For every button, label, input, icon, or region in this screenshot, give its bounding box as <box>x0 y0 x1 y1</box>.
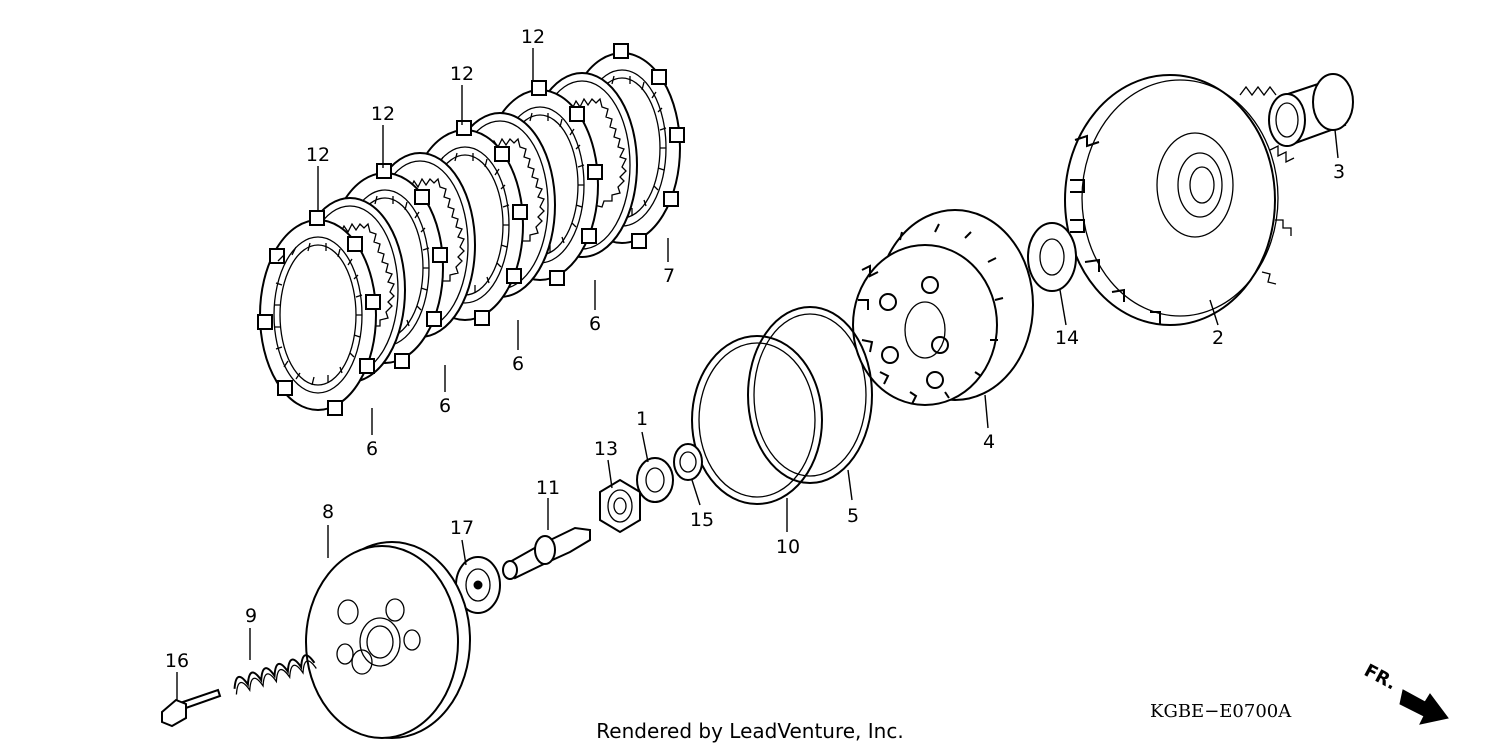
collar <box>1268 73 1354 147</box>
label-8: 8 <box>322 501 334 523</box>
part-labels: 1 2 3 4 5 6 6 6 6 7 8 9 10 11 12 12 12 1… <box>165 26 1345 672</box>
lock-nut <box>599 478 641 534</box>
judder-spring <box>691 335 823 505</box>
washer-1 <box>636 457 674 503</box>
label-12-b: 12 <box>371 103 395 125</box>
label-6-c: 6 <box>512 353 524 375</box>
label-3: 3 <box>1333 161 1345 183</box>
label-1: 1 <box>636 408 648 430</box>
label-9: 9 <box>245 605 257 627</box>
label-6-d: 6 <box>589 313 601 335</box>
label-12-d: 12 <box>521 26 545 48</box>
label-6-a: 6 <box>366 438 378 460</box>
label-13: 13 <box>594 438 618 460</box>
label-4: 4 <box>983 431 995 453</box>
label-11: 11 <box>536 477 560 499</box>
label-16: 16 <box>165 650 189 672</box>
washer-15 <box>673 443 703 481</box>
label-15: 15 <box>690 509 714 531</box>
front-direction-label: FR. <box>1361 660 1400 694</box>
lifter-piece <box>502 526 591 580</box>
label-10: 10 <box>776 536 800 558</box>
label-14: 14 <box>1055 327 1079 349</box>
label-7: 7 <box>663 265 675 287</box>
render-credit: Rendered by LeadVenture, Inc. <box>596 719 903 743</box>
thrust-washer <box>1027 222 1077 292</box>
diagram-code: KGBE−E0700A <box>1150 701 1292 722</box>
label-2: 2 <box>1212 327 1224 349</box>
label-17: 17 <box>450 517 474 539</box>
front-direction-indicator: FR. <box>1361 660 1449 725</box>
clutch-center <box>852 209 1034 406</box>
judder-spring-seat <box>747 306 873 484</box>
label-12-c: 12 <box>450 63 474 85</box>
friction-disc-6-a <box>257 210 381 416</box>
flange-bolt <box>161 688 222 728</box>
clutch-outer <box>1064 74 1295 326</box>
label-6-b: 6 <box>439 395 451 417</box>
label-12-a: 12 <box>306 144 330 166</box>
clutch-disc-stack <box>257 43 685 416</box>
pressure-plate <box>305 541 471 739</box>
front-direction-arrow-icon <box>1399 689 1449 725</box>
leader-lines <box>176 48 1339 700</box>
clutch-spring <box>233 654 317 695</box>
label-5: 5 <box>847 505 859 527</box>
